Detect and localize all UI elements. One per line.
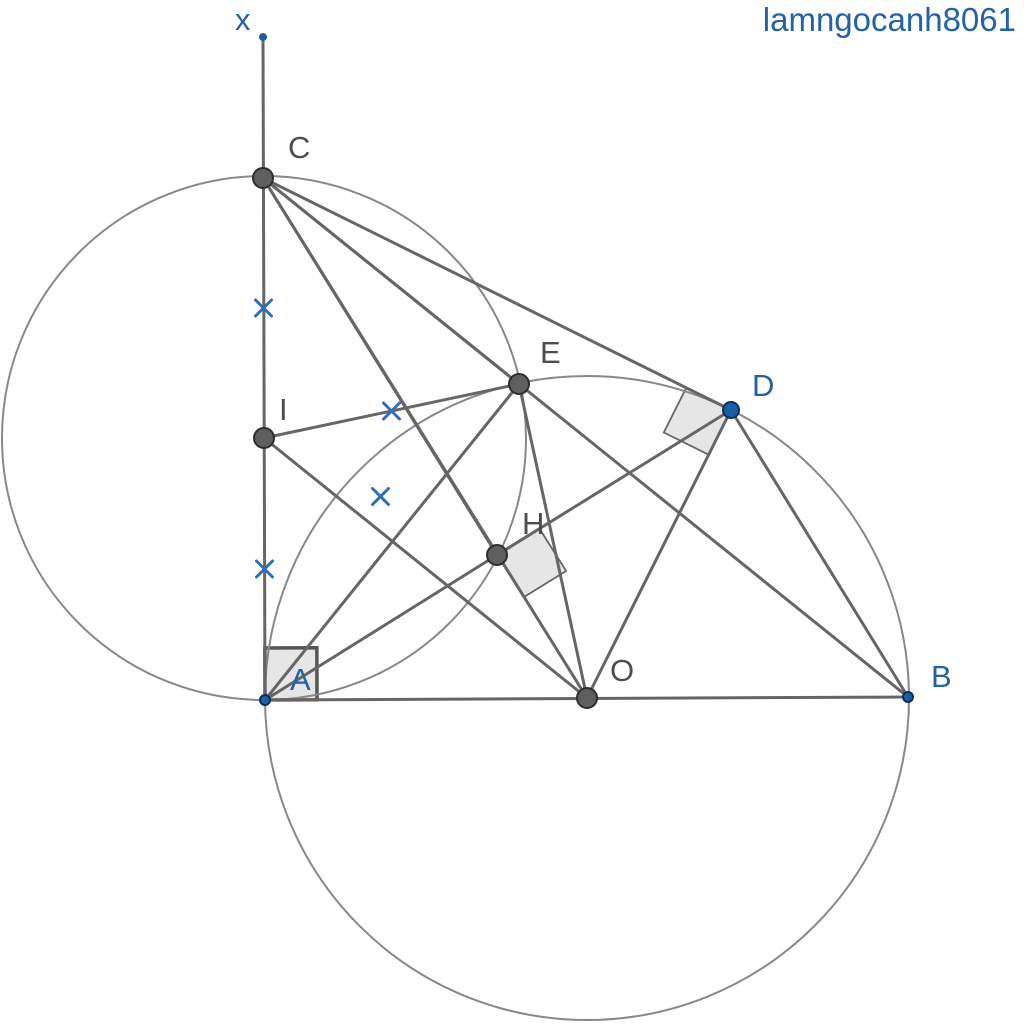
label-x: x (235, 2, 251, 37)
point-E (508, 373, 530, 395)
watermark: lamngocanh8061 (763, 1, 1016, 38)
point-B (902, 691, 914, 703)
tick-stroke-2 (255, 559, 274, 579)
label-B: B (931, 659, 952, 694)
equal-length-ticks (254, 298, 401, 579)
label-A: A (290, 662, 311, 697)
segment-EO (517, 382, 589, 700)
tick-CI (254, 298, 273, 318)
tick-IE (382, 401, 401, 421)
segments (261, 35, 910, 702)
segment-DB (729, 408, 910, 699)
label-H: H (522, 506, 544, 541)
label-E: E (540, 335, 561, 370)
right-angle-markers (263, 351, 733, 702)
point-D (722, 401, 740, 419)
label-D: D (752, 368, 774, 403)
segment-CB (261, 176, 910, 699)
point-labels: xC E D I H A O B (235, 2, 952, 697)
point-x (259, 33, 267, 41)
tick-IH (371, 487, 390, 506)
point-A (259, 694, 271, 706)
label-C: C (288, 130, 310, 165)
tick-stroke-2 (382, 401, 401, 421)
point-O (576, 687, 598, 709)
tick-stroke-2 (371, 487, 390, 506)
segment-OD (585, 408, 733, 700)
point-H (486, 544, 508, 566)
segment-AH (263, 553, 499, 702)
label-O: O (610, 653, 634, 688)
point-C (252, 167, 274, 189)
points (252, 33, 914, 709)
segment-HD (495, 408, 733, 557)
point-I (253, 427, 275, 449)
label-I: I (279, 392, 288, 427)
tick-IA (255, 559, 274, 579)
segment-AE (263, 382, 521, 702)
segment-CO (261, 176, 589, 700)
segment-CD (261, 176, 733, 412)
circles (0, 174, 911, 1022)
tick-stroke-2 (254, 298, 273, 318)
segment-Ax (261, 35, 267, 702)
segment-IO (262, 436, 589, 700)
